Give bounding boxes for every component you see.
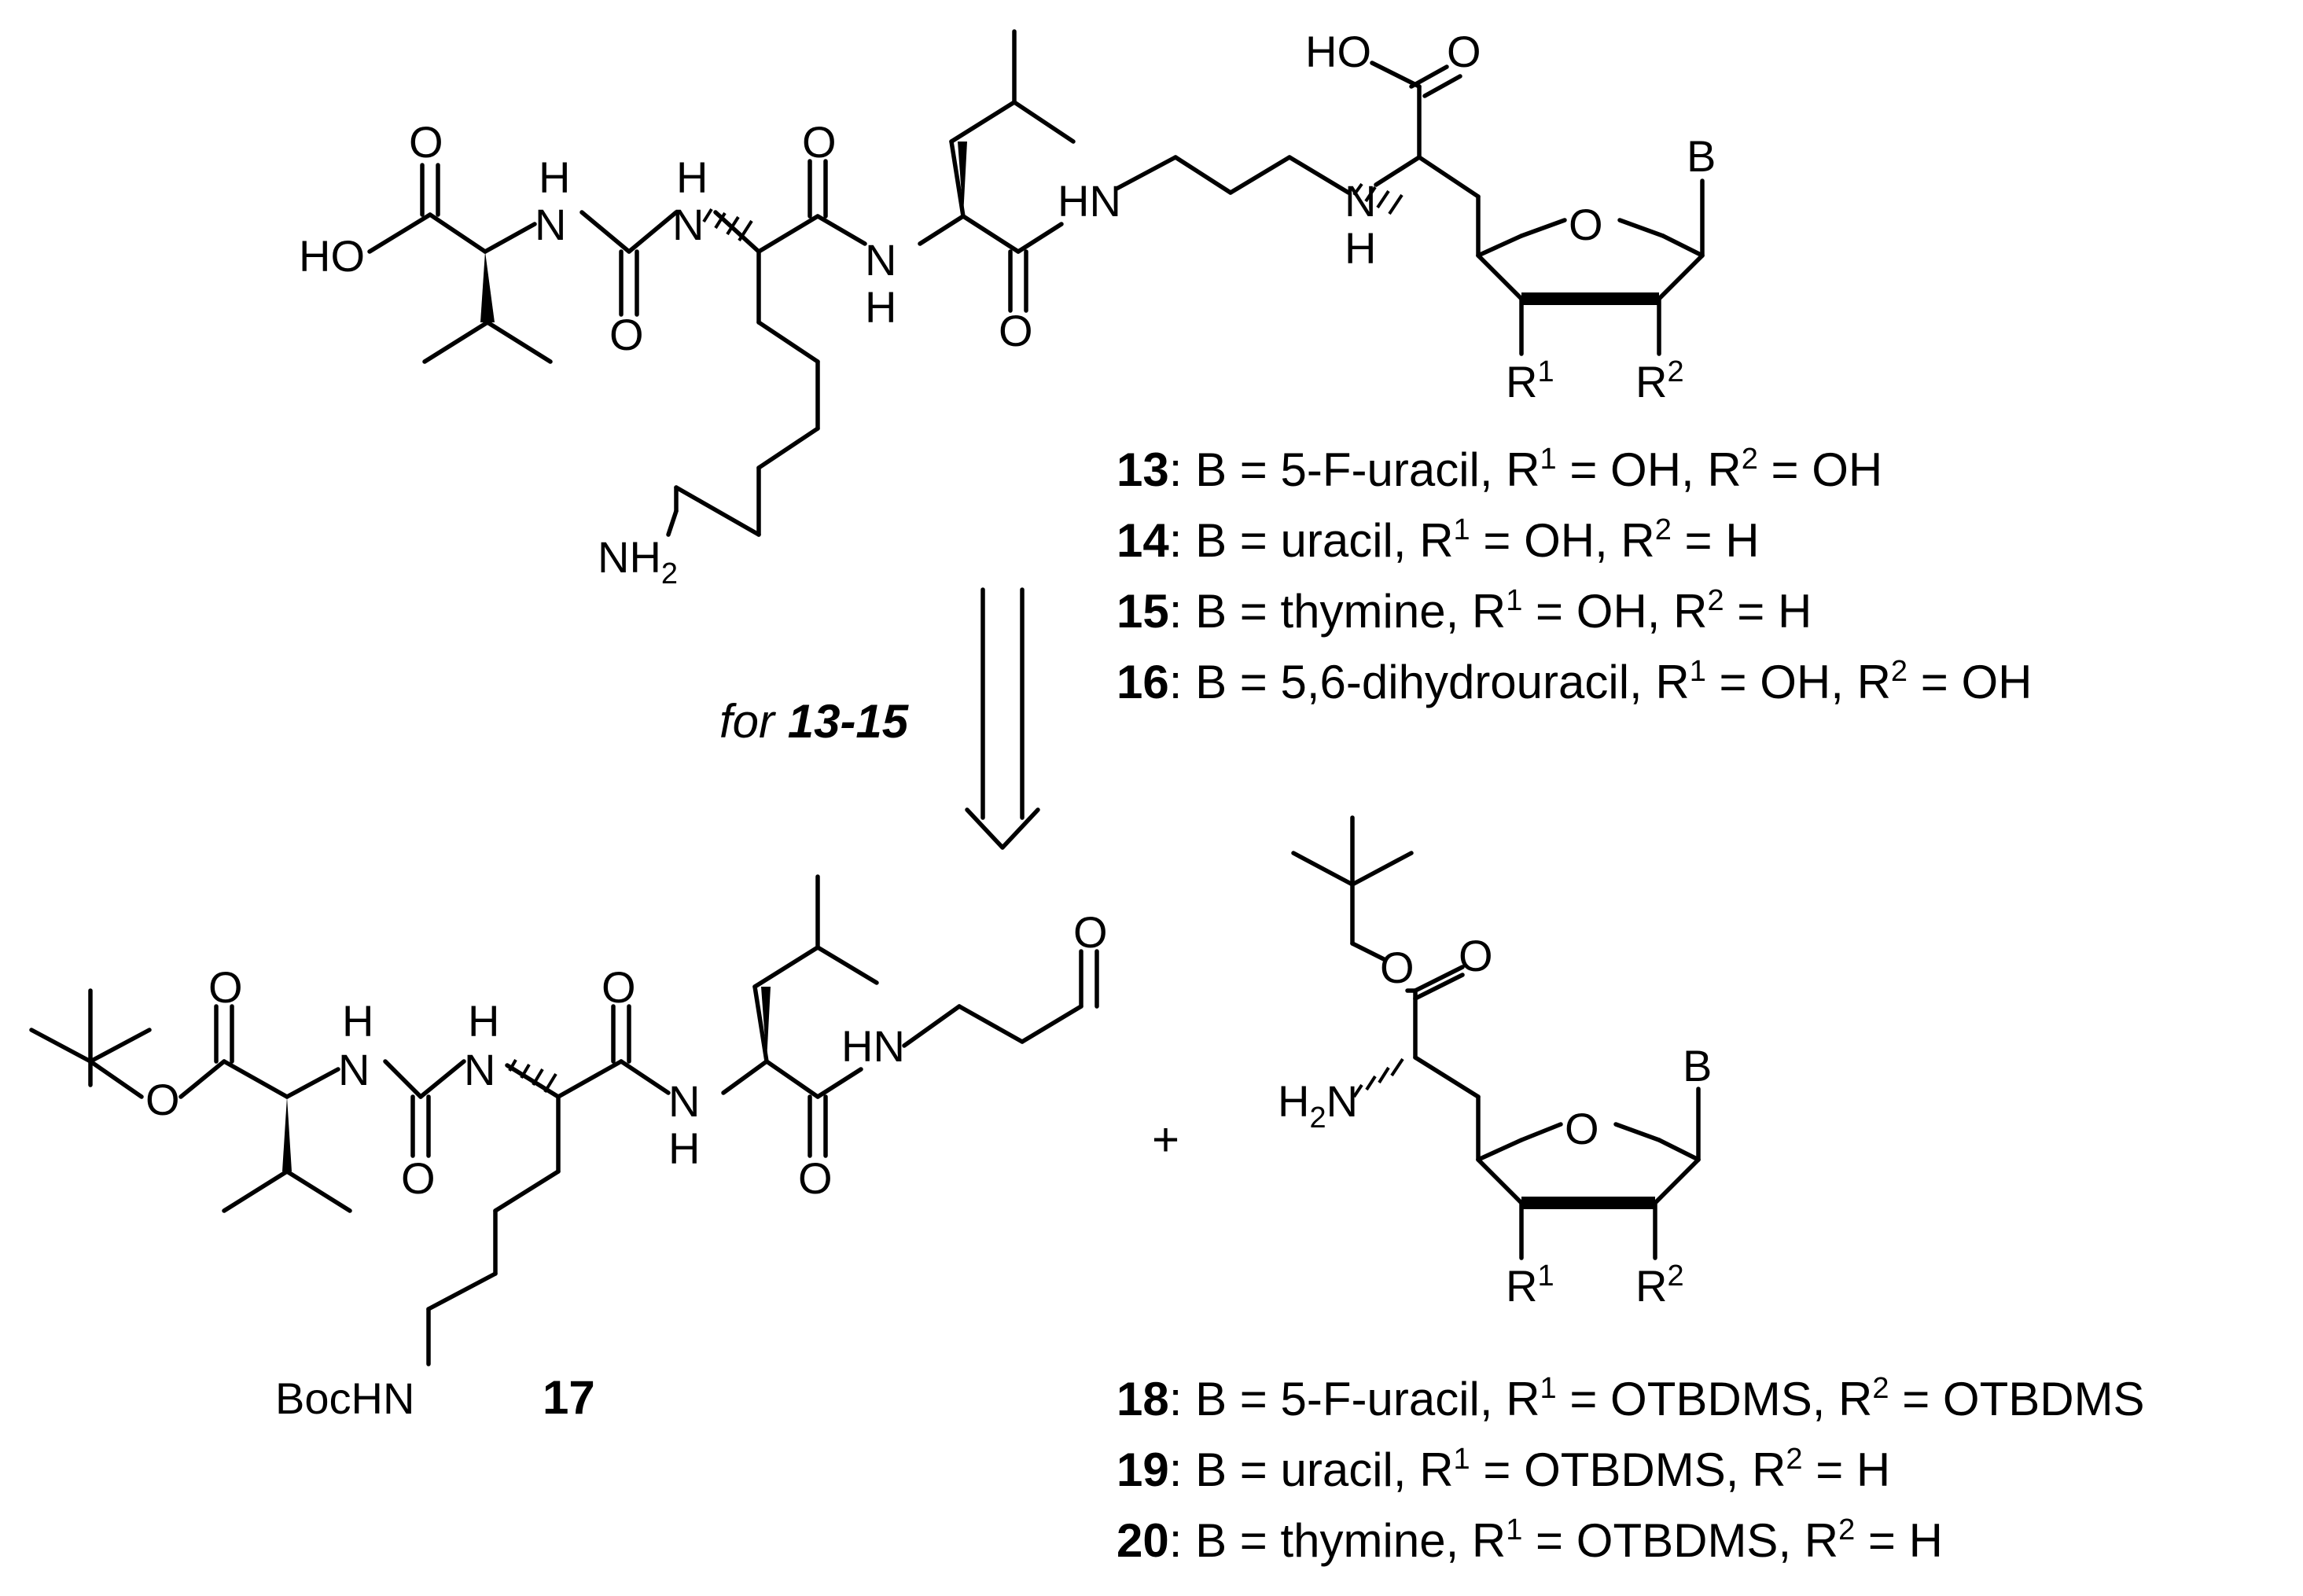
atom-n: N <box>668 1076 700 1126</box>
atom-n: N <box>1345 176 1376 226</box>
atom-b: B <box>1683 1041 1712 1090</box>
atom-h: H <box>342 996 373 1046</box>
atom-h: H <box>668 1123 700 1173</box>
atom-o: O <box>409 117 443 167</box>
atom-o: O <box>609 310 644 359</box>
legend-top: 13: B = 5-F-uracil, R1 = OH, R2 = OH 14:… <box>1117 443 2032 708</box>
atom-n: N <box>672 200 704 249</box>
atom-nh2: NH2 <box>598 532 678 590</box>
atom-h: H <box>468 996 499 1046</box>
legend-line-18: 18: B = 5-F-uracil, R1 = OTBDMS, R2 = OT… <box>1117 1372 2145 1425</box>
atom-hn: HN <box>1058 176 1121 226</box>
atom-r1: R1 <box>1506 355 1554 406</box>
legend-line-14: 14: B = uracil, R1 = OH, R2 = H <box>1117 513 1760 567</box>
precursor-18-20: O O H2N O B R1 R2 <box>1278 815 1712 1311</box>
atom-h: H <box>676 153 708 202</box>
atom-o: O <box>1380 943 1415 992</box>
atom-o: O <box>798 1153 833 1203</box>
target-molecule-13-16: O HO H N O H N O N H O HN N H HO O O B R… <box>299 27 1716 590</box>
atom-o: O <box>1569 200 1603 249</box>
atom-h: H <box>1345 223 1376 273</box>
atom-ho: HO <box>299 231 365 281</box>
atom-o: O <box>1447 27 1481 76</box>
legend-line-15: 15: B = thymine, R1 = OH, R2 = H <box>1117 584 1812 638</box>
legend-line-13: 13: B = 5-F-uracil, R1 = OH, R2 = OH <box>1117 443 1882 496</box>
legend-line-16: 16: B = 5,6-dihydrouracil, R1 = OH, R2 =… <box>1117 655 2032 708</box>
atom-n: N <box>338 1045 370 1094</box>
atom-o: O <box>401 1153 436 1203</box>
precursor-17: O O H N O H N O N H O HN O BocHN 17 <box>29 874 1108 1424</box>
atom-o: O <box>802 117 837 167</box>
retrosynthesis-arrow: for 13-15 <box>719 587 1040 850</box>
atom-h: H <box>539 153 570 202</box>
atom-n: N <box>865 235 896 285</box>
atom-o: O <box>1459 931 1493 980</box>
atom-h: H <box>865 282 896 332</box>
atom-o: O <box>999 306 1033 355</box>
atom-r2: R2 <box>1635 355 1684 406</box>
atom-o: O <box>1073 907 1108 957</box>
atom-b: B <box>1687 131 1716 181</box>
condition-label: for 13-15 <box>719 695 910 748</box>
atom-hn: HN <box>841 1021 905 1071</box>
atom-bochn: BocHN <box>275 1374 414 1423</box>
atom-n: N <box>535 200 566 249</box>
atom-h2n: H2N <box>1278 1076 1358 1134</box>
atom-o: O <box>208 962 243 1012</box>
atom-ho: HO <box>1305 27 1371 76</box>
atom-o: O <box>602 962 636 1012</box>
legend-bottom: 18: B = 5-F-uracil, R1 = OTBDMS, R2 = OT… <box>1117 1372 2145 1567</box>
atom-n: N <box>464 1045 495 1094</box>
atom-r1: R1 <box>1506 1260 1554 1311</box>
atom-o: O <box>1565 1104 1599 1153</box>
plus-sign: + <box>1152 1113 1179 1166</box>
atom-r2: R2 <box>1635 1260 1684 1311</box>
compound-number-17: 17 <box>543 1371 595 1424</box>
legend-line-19: 19: B = uracil, R1 = OTBDMS, R2 = H <box>1117 1443 1890 1496</box>
atom-o: O <box>145 1075 180 1124</box>
legend-line-20: 20: B = thymine, R1 = OTBDMS, R2 = H <box>1117 1513 1943 1567</box>
